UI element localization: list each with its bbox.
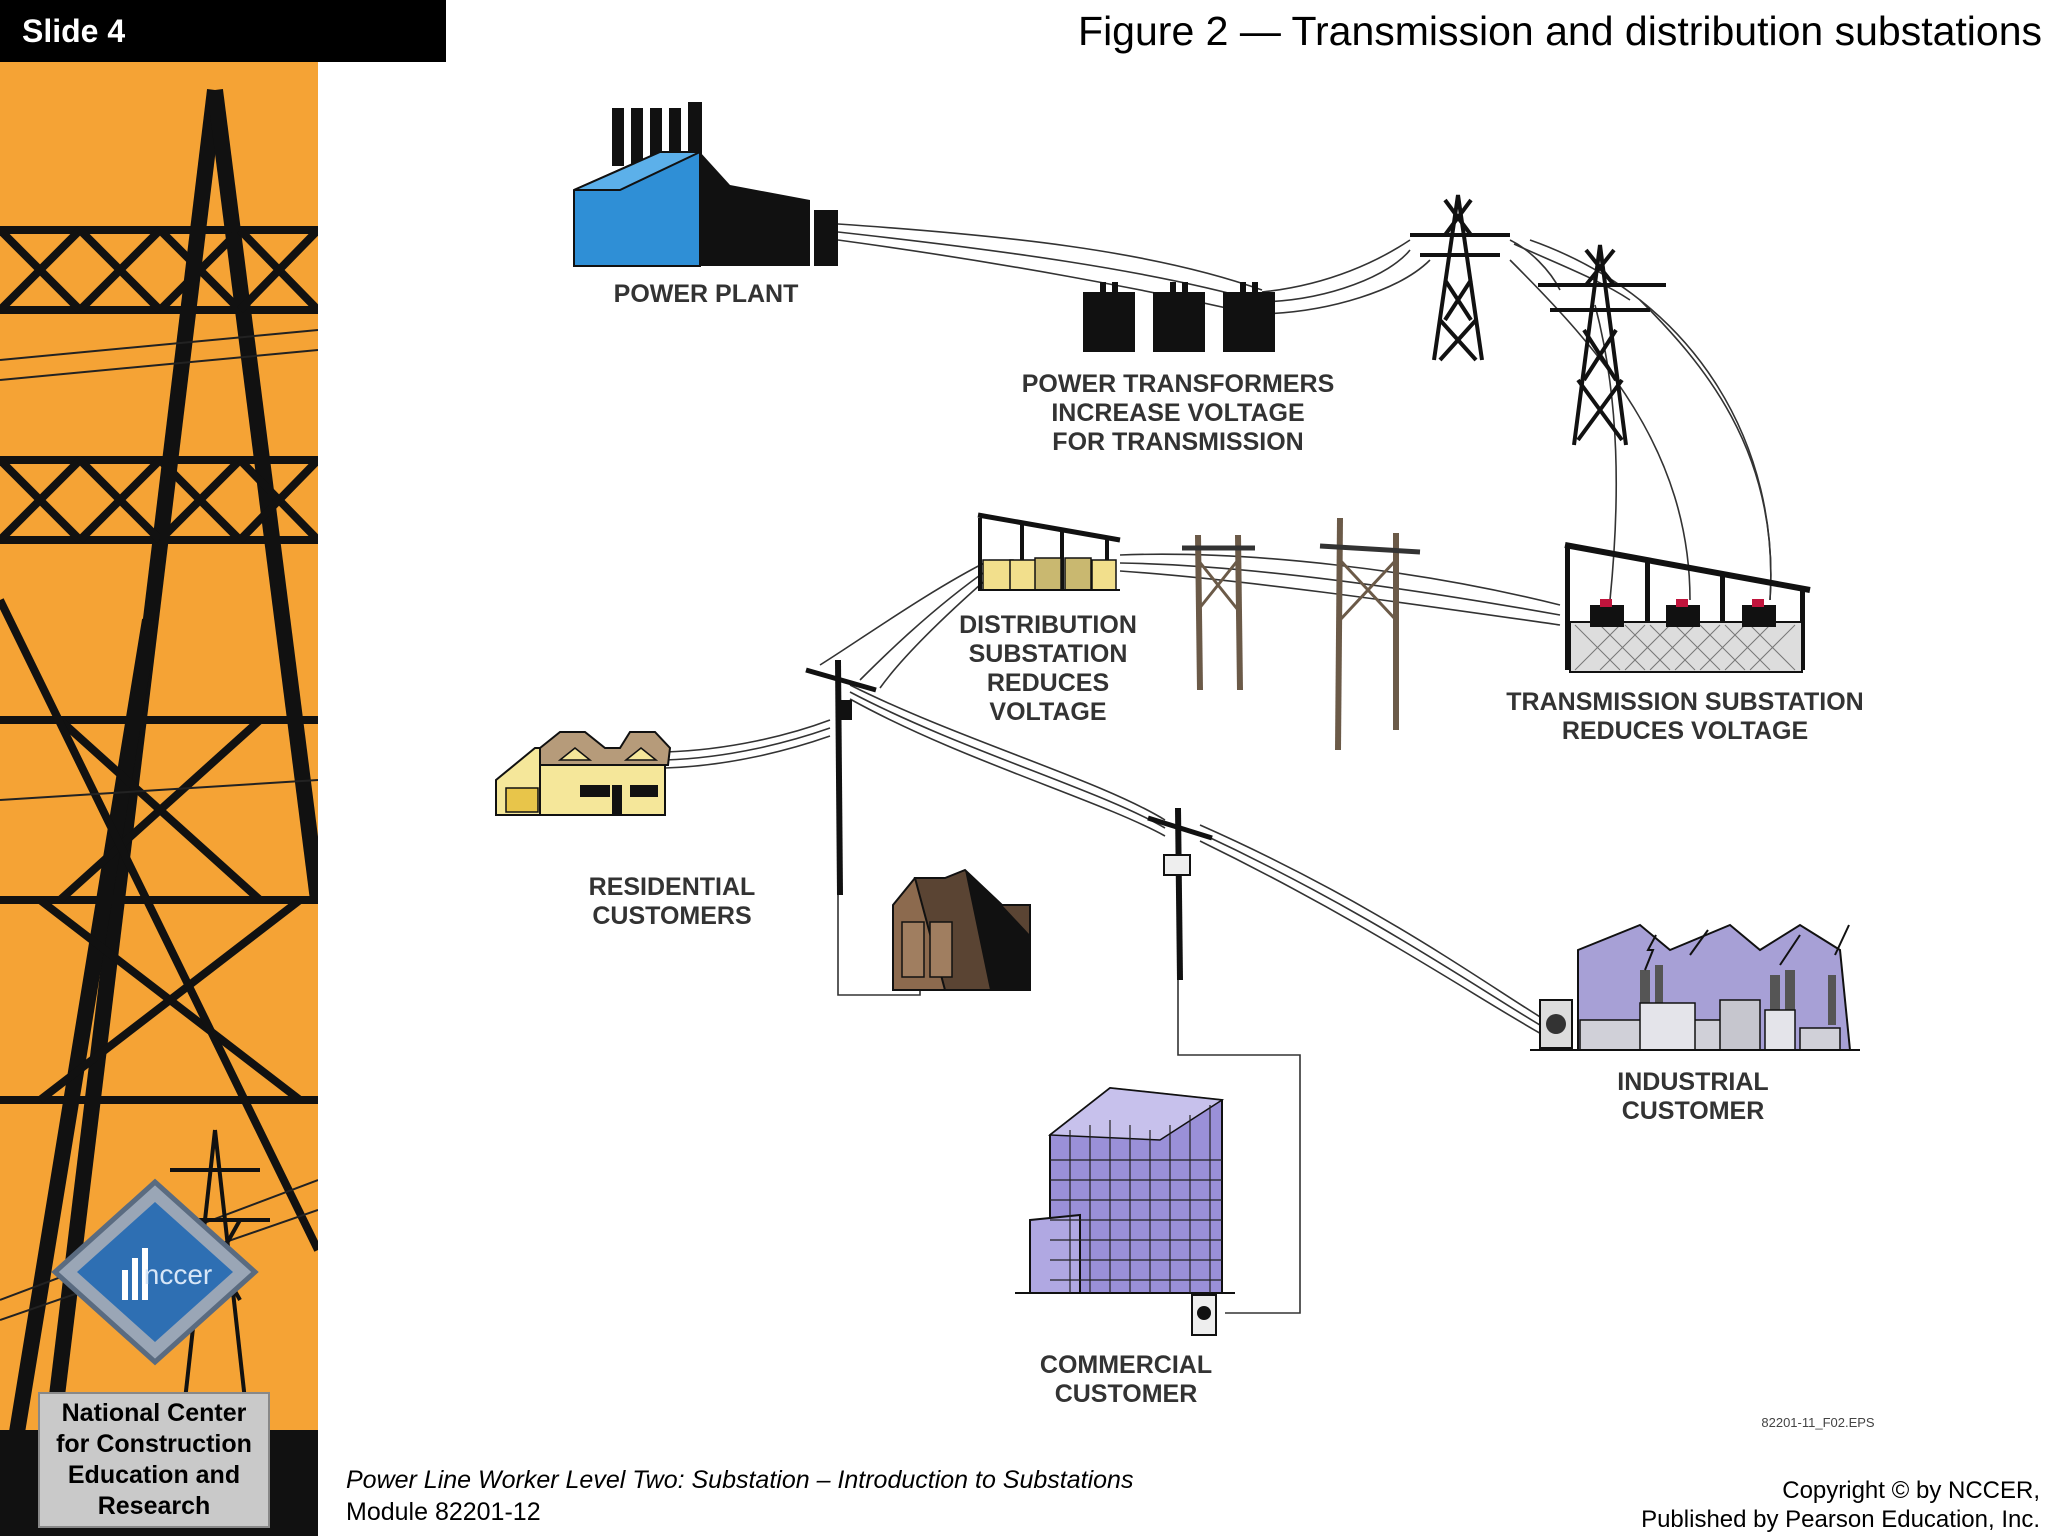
distribution-label-line: VOLTAGE: [989, 698, 1106, 726]
transmission-tower-icon: [1538, 244, 1666, 446]
commercial-label-line: COMMERCIAL: [1040, 1351, 1212, 1379]
course-title: Power Line Worker Level Two: Substation …: [346, 1466, 1134, 1494]
org-line: Education and: [67, 1461, 241, 1489]
power-plant-label: POWER PLANT: [614, 280, 799, 308]
transmission-substation-label-line: REDUCES VOLTAGE: [1562, 717, 1808, 745]
nccer-logo: nccer: [51, 1178, 259, 1366]
figure-file-code: 82201-11_F02.EPS: [1761, 1415, 1875, 1430]
distribution-substation-icon: [977, 512, 1121, 591]
power-plant-icon: [573, 102, 838, 267]
transmission-wires: [664, 223, 1772, 1314]
residential-label-line: CUSTOMERS: [592, 902, 751, 930]
commercial-label-line: CUSTOMER: [1055, 1380, 1198, 1408]
publisher-text: Published by Pearson Education, Inc.: [1641, 1506, 2040, 1533]
commercial-building-icon: [1015, 1086, 1235, 1336]
org-line: National Center: [61, 1399, 247, 1427]
distribution-label-line: SUBSTATION: [969, 640, 1128, 668]
figure-title: Figure 2 — Transmission and distribution…: [1078, 8, 2042, 54]
utility-pole-icon: [1147, 807, 1213, 981]
transformers-label-line: FOR TRANSMISSION: [1052, 428, 1303, 456]
barn-icon: [892, 868, 1031, 991]
utility-pole-icon: [805, 659, 877, 896]
distribution-label-line: DISTRIBUTION: [959, 611, 1137, 639]
transmission-substation-icon: [1564, 542, 1811, 673]
org-line: for Construction: [56, 1430, 252, 1458]
slide-number-tab: Slide 4: [0, 0, 446, 62]
industrial-label-line: CUSTOMER: [1622, 1097, 1765, 1125]
transformers-label-line: INCREASE VOLTAGE: [1051, 399, 1304, 427]
power-transformers-icon: [1083, 282, 1275, 352]
module-number: Module 82201-12: [346, 1498, 541, 1526]
residential-house-icon: [495, 731, 672, 816]
residential-label-line: RESIDENTIAL: [589, 873, 756, 901]
org-line: Research: [97, 1492, 211, 1520]
copyright-text: Copyright © by NCCER,: [1782, 1477, 2040, 1504]
organization-name-box: National Center for Construction Educati…: [38, 1392, 270, 1528]
logo-text: nccer: [144, 1259, 212, 1290]
wooden-pole-icon: [1319, 517, 1421, 751]
transmission-tower-icon: [1410, 194, 1510, 362]
footer-copyright: Copyright © by NCCER, Published by Pears…: [1641, 1476, 2040, 1534]
industrial-label-line: INDUSTRIAL: [1617, 1068, 1768, 1096]
industrial-customer-icon: [1530, 923, 1860, 1051]
distribution-label-line: REDUCES: [987, 669, 1109, 697]
footer-course-info: Power Line Worker Level Two: Substation …: [346, 1464, 1133, 1528]
transformers-label-line: POWER TRANSFORMERS: [1022, 370, 1335, 398]
wooden-pole-icon: [1182, 534, 1255, 691]
transmission-substation-label-line: TRANSMISSION SUBSTATION: [1506, 688, 1863, 716]
